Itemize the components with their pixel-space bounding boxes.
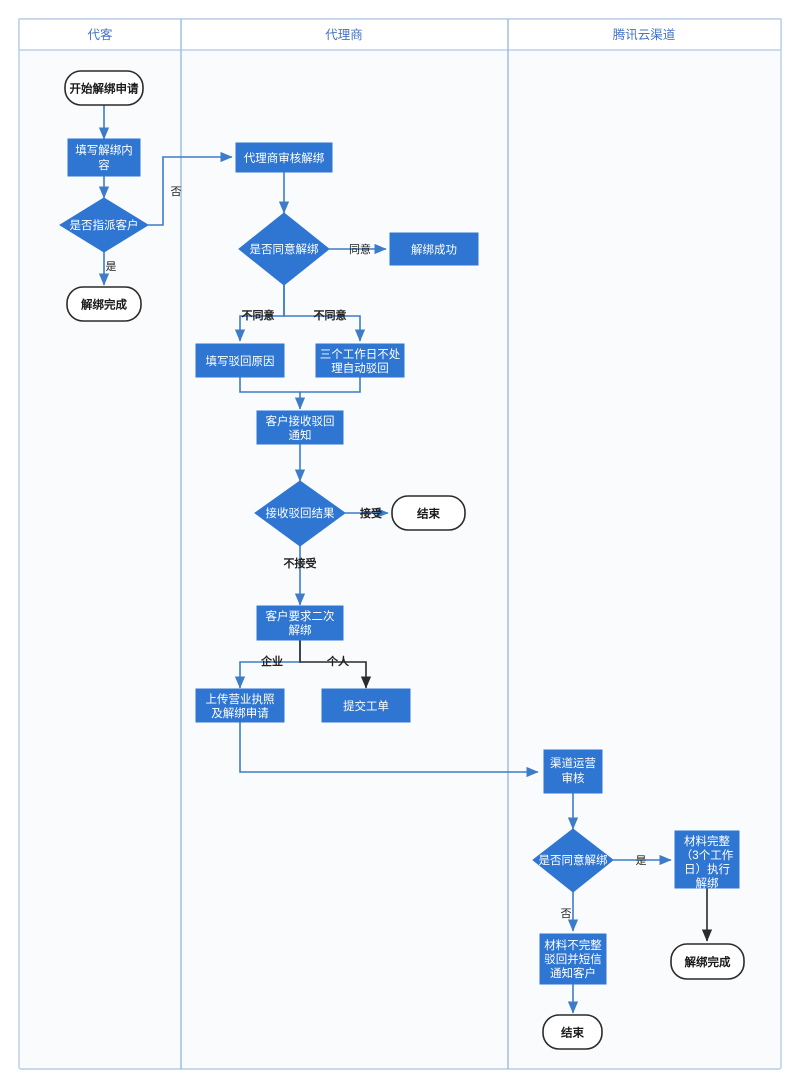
node-decision-rejection-result[interactable]: 接收驳回结果 — [254, 480, 346, 547]
node-label: 开始解绑申请 — [70, 82, 139, 96]
node-end-agent[interactable]: 结束 — [391, 495, 466, 531]
node-label-line3: 通知客户 — [550, 966, 596, 980]
node-label-line3: 日）执行 — [684, 862, 730, 876]
node-label: 是否同意解绑 — [539, 853, 608, 867]
node-label-line1: 材料完整 — [684, 834, 730, 848]
node-label-line1: 客户要求二次 — [266, 609, 335, 623]
edge-n13-n15 — [299, 640, 372, 689]
node-unbind-complete-customer[interactable]: 解绑完成 — [66, 286, 142, 322]
edge-n6-n9 — [283, 285, 366, 342]
node-unbind-success[interactable]: 解绑成功 — [389, 232, 479, 266]
edge-n8-n10 — [239, 377, 306, 410]
edge-label-yes-approve: 是 — [636, 854, 647, 867]
node-label: 结束 — [416, 507, 440, 521]
node-fill-unbind-content[interactable]: 填写解绑内 容 — [67, 138, 141, 177]
node-label: 代理商审核解绑 — [244, 151, 325, 165]
edge-label-agree: 同意 — [349, 242, 371, 256]
connectors-lane-customer — [98, 105, 233, 286]
node-materials-complete-execute-unbind[interactable]: 材料完整 （3个工作 日）执行 解绑 — [674, 830, 740, 890]
node-label-line1: 三个工作日不处 — [320, 348, 401, 361]
edge-n14-n16 — [239, 722, 539, 778]
node-label: 解绑成功 — [411, 243, 457, 257]
node-label-line1: 上传营业执照 — [206, 692, 275, 706]
node-label: 填写驳回原因 — [206, 354, 275, 368]
edge-label-not-accept: 不接受 — [284, 556, 317, 570]
node-customer-request-second-unbind[interactable]: 客户要求二次 解绑 — [256, 605, 344, 641]
node-label-line2: 容 — [98, 158, 110, 172]
node-label-line2: （3个工作 — [681, 849, 734, 862]
node-materials-incomplete-reject-sms[interactable]: 材料不完整 驳回并短信 通知客户 — [539, 933, 607, 985]
node-label-line2: 解绑 — [289, 623, 312, 637]
edge-label-accept: 接受 — [360, 506, 382, 520]
node-channel-operation-review[interactable]: 渠道运营 审核 — [543, 749, 603, 794]
node-label-line1: 填写解绑内 — [75, 143, 133, 157]
edge-label-individual: 个人 — [326, 654, 350, 668]
lane-header-band — [18, 18, 782, 51]
node-label: 解绑完成 — [685, 955, 731, 969]
node-label-line2: 通知 — [289, 428, 312, 442]
node-agent-review-unbind[interactable]: 代理商审核解绑 — [235, 142, 333, 173]
node-label: 接收驳回结果 — [266, 506, 335, 520]
node-label-line2: 审核 — [562, 771, 585, 785]
node-start-unbind-request[interactable]: 开始解绑申请 — [64, 70, 144, 106]
edge-label-yes-assign: 是 — [106, 260, 117, 273]
edge-label-no-approve: 否 — [561, 908, 572, 920]
node-upload-license-and-application[interactable]: 上传营业执照 及解绑申请 — [195, 688, 285, 723]
edge-n3-n5 — [148, 151, 233, 226]
node-label-line1: 渠道运营 — [550, 756, 596, 770]
node-label: 提交工单 — [343, 699, 389, 713]
connectors-lane-tencent — [567, 793, 713, 1014]
node-label-line1: 材料不完整 — [544, 938, 602, 952]
node-label-line4: 解绑 — [696, 876, 719, 890]
node-decision-assign-customer[interactable]: 是否指派客户 — [59, 197, 149, 253]
lane-header-agent: 代理商 — [325, 27, 363, 42]
edge-label-disagree-2: 不同意 — [314, 308, 347, 322]
node-label-line2: 及解绑申请 — [211, 706, 269, 720]
edge-labels: 否 是 同意 不同意 不同意 接受 不接受 企业 个人 是 否 — [106, 186, 647, 920]
node-label: 结束 — [560, 1026, 584, 1040]
edge-label-disagree-1: 不同意 — [242, 308, 275, 322]
lane-header-tencent: 腾讯云渠道 — [613, 27, 676, 42]
node-decision-agree-unbind-agent[interactable]: 是否同意解绑 — [238, 212, 330, 286]
swimlane-frame: 代客 代理商 腾讯云渠道 — [18, 18, 782, 1070]
node-auto-reject-three-days[interactable]: 三个工作日不处 理自动驳回 — [315, 343, 405, 378]
node-decision-agree-unbind-channel[interactable]: 是否同意解绑 — [532, 828, 614, 893]
edge-label-enterprise: 企业 — [260, 654, 283, 668]
node-fill-rejection-reason[interactable]: 填写驳回原因 — [195, 343, 285, 378]
node-submit-ticket[interactable]: 提交工单 — [321, 688, 411, 723]
node-label: 是否指派客户 — [70, 218, 139, 232]
node-label-line2: 驳回并短信 — [544, 952, 602, 966]
connectors-lane-agent — [234, 172, 539, 778]
node-label: 是否同意解绑 — [250, 242, 319, 256]
node-label-line1: 客户接收驳回 — [266, 414, 335, 428]
node-label-line2: 理自动驳回 — [331, 362, 389, 375]
node-label: 解绑完成 — [81, 298, 127, 312]
lane-header-customer: 代客 — [87, 27, 113, 42]
node-customer-receive-rejection[interactable]: 客户接收驳回 通知 — [256, 410, 344, 445]
edge-n9-merge — [300, 377, 361, 393]
node-unbind-complete-channel[interactable]: 解绑完成 — [670, 943, 745, 980]
node-end-channel[interactable]: 结束 — [542, 1014, 603, 1050]
edge-label-no-assign: 否 — [171, 186, 182, 198]
